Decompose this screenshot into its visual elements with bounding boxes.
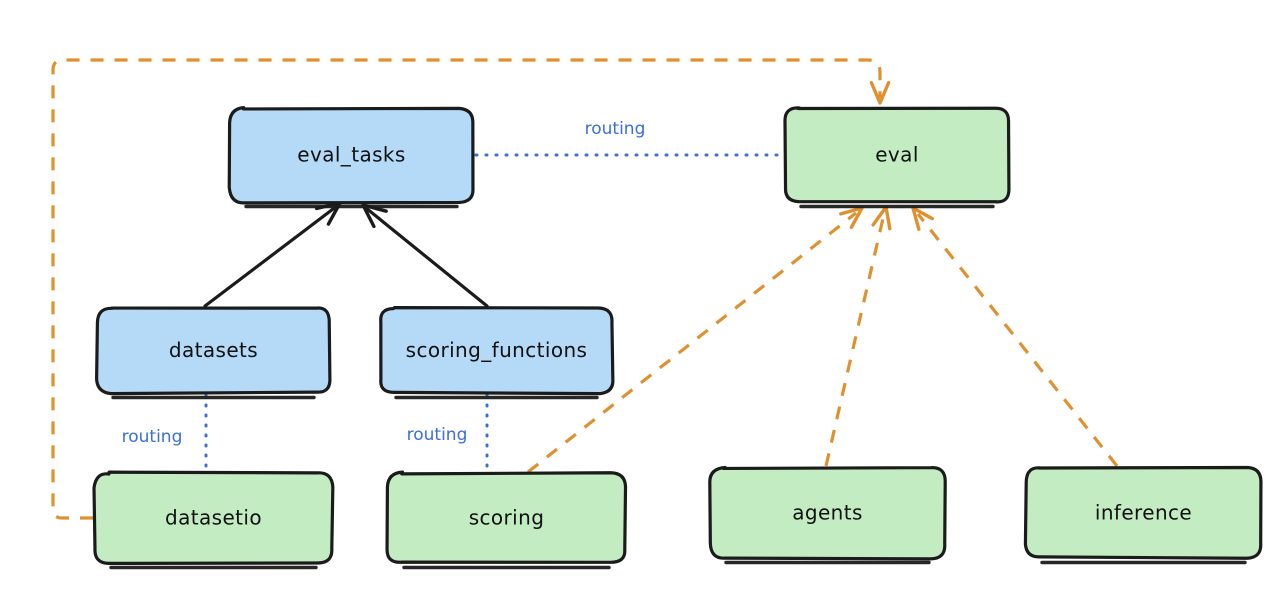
node-label-agents: agents: [792, 501, 863, 525]
edge-agents-eval: [824, 213, 886, 467]
node-label-inference: inference: [1095, 501, 1192, 525]
edges-layer: [51, 58, 1119, 520]
edge-label-datasets-datasetio: routing: [122, 427, 183, 447]
node-shape-eval: [783, 106, 1011, 204]
node-shape-inference: [1023, 465, 1263, 560]
node-datasetio[interactable]: datasetio: [92, 470, 335, 570]
edge-label-eval_tasks-eval: routing: [585, 119, 646, 139]
edge-datasetio-eval: [51, 58, 882, 520]
node-shape-datasets: [95, 306, 332, 396]
node-agents[interactable]: agents: [708, 465, 947, 565]
node-label-scoring_functions: scoring_functions: [406, 338, 588, 362]
node-eval[interactable]: eval: [783, 106, 1011, 209]
edge-labels-layer: routing routing routing: [122, 119, 646, 447]
node-shape-scoring_functions: [379, 306, 615, 396]
node-shape-eval_tasks: [227, 105, 475, 205]
node-label-eval_tasks: eval_tasks: [297, 143, 405, 167]
arrowhead-datasetio-eval: [869, 81, 891, 105]
node-shape-scoring: [385, 470, 628, 564]
node-shape-datasetio: [92, 470, 335, 565]
node-scoring[interactable]: scoring: [385, 470, 628, 570]
edge-inference-eval: [916, 213, 1119, 467]
node-label-datasetio: datasetio: [165, 506, 262, 530]
node-datasets[interactable]: datasets: [95, 306, 332, 400]
node-eval_tasks[interactable]: eval_tasks: [227, 105, 475, 209]
node-label-scoring: scoring: [469, 506, 545, 530]
node-label-eval: eval: [875, 143, 919, 167]
edge-datasets-eval_tasks: [203, 204, 339, 308]
edge-scoring-eval: [527, 211, 857, 474]
node-scoring_functions[interactable]: scoring_functions: [379, 306, 615, 400]
node-shape-agents: [708, 465, 947, 561]
edge-scoring_functions-eval_tasks: [364, 206, 489, 308]
node-label-datasets: datasets: [169, 338, 258, 362]
edge-label-scoringfn-scoring: routing: [407, 425, 468, 445]
node-inference[interactable]: inference: [1023, 465, 1263, 565]
nodes-layer: eval_tasks eval datasets scoring_functionsd…: [92, 105, 1263, 570]
